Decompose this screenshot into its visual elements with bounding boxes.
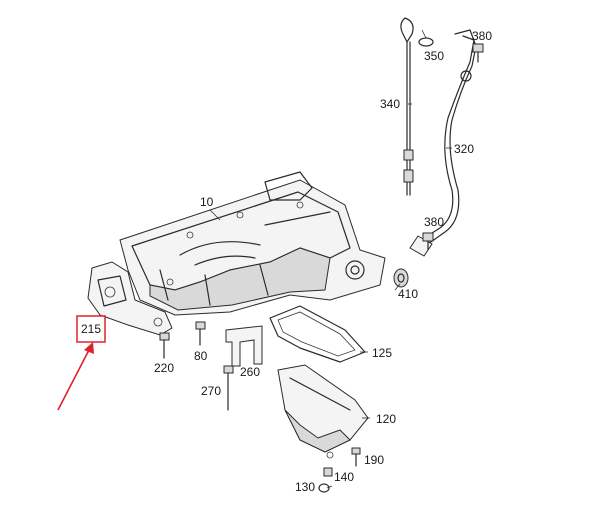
bracket-215 — [87, 261, 173, 336]
bracket-260 — [225, 325, 263, 367]
bolt-270 — [223, 365, 234, 411]
plug-140 — [323, 467, 333, 477]
washer-130 — [318, 483, 330, 493]
label-270: 270 — [201, 384, 221, 398]
label-350: 350 — [424, 49, 444, 63]
seal-410 — [393, 268, 409, 288]
bolt-190 — [351, 447, 361, 467]
label-80: 80 — [194, 349, 208, 363]
bolt-380-mid — [422, 232, 434, 251]
bolt-80 — [195, 321, 206, 346]
gasket-125 — [269, 305, 366, 363]
label-340: 340 — [380, 97, 400, 111]
leader-410 — [394, 283, 401, 291]
label-10: 10 — [200, 195, 214, 209]
upper-oil-pan — [119, 171, 386, 316]
label-130: 130 — [295, 480, 315, 494]
label-125: 125 — [372, 346, 392, 360]
label-190: 190 — [364, 453, 384, 467]
o-ring-350 — [418, 37, 434, 47]
bolt-220 — [159, 332, 170, 359]
label-260: 260 — [240, 365, 260, 379]
leader-130 — [326, 485, 333, 489]
highlight-arrow — [57, 342, 94, 411]
highlight-box — [76, 315, 106, 343]
dipstick-340 — [400, 17, 414, 196]
label-380-top: 380 — [472, 29, 492, 43]
label-140: 140 — [334, 470, 354, 484]
leader-10 — [209, 209, 221, 221]
label-410: 410 — [398, 287, 418, 301]
lower-oil-pan-120 — [277, 364, 369, 459]
label-380-mid: 380 — [424, 215, 444, 229]
label-220: 220 — [154, 361, 174, 375]
label-320: 320 — [454, 142, 474, 156]
leader-350 — [421, 29, 427, 39]
bolt-380-top — [472, 43, 484, 63]
label-215: 215 — [81, 322, 101, 336]
label-120: 120 — [376, 412, 396, 426]
